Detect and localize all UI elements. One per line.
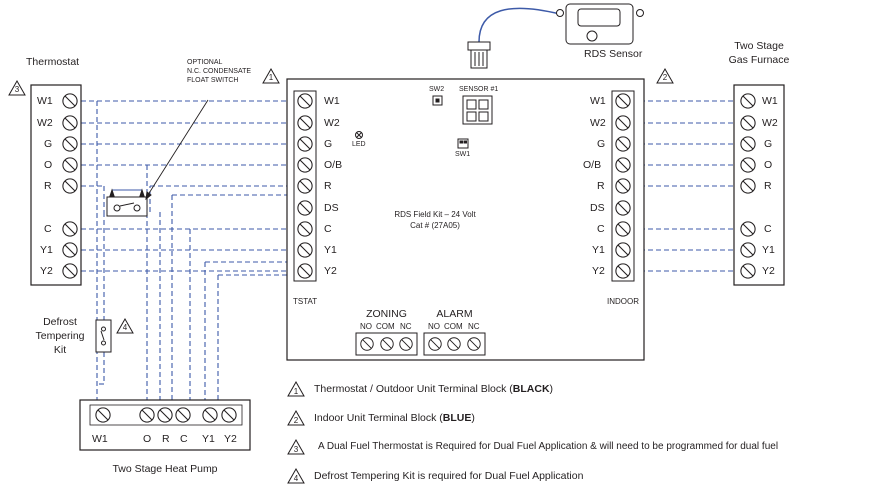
furnace-terminal-label: W1: [762, 95, 778, 107]
thermostat-terminal-label: Y1: [40, 244, 53, 256]
indoor-terminal-label: C: [597, 223, 605, 235]
note-marker: 2: [293, 416, 299, 425]
sensor1-connector: [462, 95, 493, 125]
furnace-screws: [740, 93, 756, 279]
furnace-title-line2: Gas Furnace: [728, 54, 790, 66]
note-marker: 3: [293, 445, 299, 454]
heat-pump-terminal-label: W1: [92, 433, 108, 445]
indoor-terminal-label: Y2: [592, 265, 605, 277]
thermostat-terminal-label: Y2: [40, 265, 53, 277]
float-switch-line: FLOAT SWITCH: [187, 77, 239, 84]
led-label: LED: [352, 141, 366, 148]
float-switch-icon: [106, 99, 209, 217]
indoor-screws: [615, 93, 631, 279]
tstat-terminal-label: W1: [324, 95, 340, 107]
zoning-contact-label: COM: [376, 322, 395, 331]
note-text: A Dual Fuel Thermostat is Required for D…: [318, 441, 779, 452]
rds-sensor-label: RDS Sensor: [584, 48, 643, 60]
sw1-label: SW1: [455, 151, 471, 158]
note-marker: 1: [293, 387, 299, 396]
indoor-terminal-label: Y1: [592, 244, 605, 256]
callout-3-marker: 3: [14, 85, 20, 94]
tstat-terminal-label: DS: [324, 202, 339, 214]
led-icon: [355, 131, 363, 139]
thermostat-terminal-label: G: [44, 138, 53, 150]
rds-sensor-icon: [556, 3, 644, 45]
tstat-terminal-label: G: [324, 138, 333, 150]
thermostat-terminal-label: O: [44, 159, 53, 171]
heat-pump-title: Two Stage Heat Pump: [112, 463, 218, 475]
zoning-contact-label: NO: [360, 322, 372, 331]
rds-sensor-cable: [478, 7, 561, 43]
indoor-terminal-label: DS: [590, 202, 605, 214]
dashed-wires: [81, 100, 744, 405]
field-kit-title: RDS Field Kit – 24 Volt: [394, 210, 476, 219]
alarm-contact-label: NC: [468, 322, 480, 331]
callout-1-marker: 1: [268, 73, 274, 82]
tstat-terminal-label: Y1: [324, 244, 337, 256]
alarm-contact-label: COM: [444, 322, 463, 331]
furnace-terminal-label: R: [764, 180, 772, 192]
tstat-terminal-label: R: [324, 180, 332, 192]
defrost-kit-line: Tempering: [35, 330, 85, 342]
tstat-terminal-label: Y2: [324, 265, 337, 277]
heat-pump-terminal-label: O: [143, 433, 152, 445]
sw1-switch: [457, 138, 469, 149]
thermostat-terminal-label: C: [44, 223, 52, 235]
alarm-contact-label: NO: [428, 322, 440, 331]
defrost-kit-line: Kit: [53, 344, 67, 356]
thermostat-screws: [62, 93, 78, 279]
furnace-terminal-label: G: [764, 138, 773, 150]
indoor-terminal-label: G: [597, 138, 606, 150]
furnace-terminal-label: C: [764, 223, 772, 235]
furnace-title-line1: Two Stage: [734, 40, 784, 52]
heat-pump-terminal-label: C: [180, 433, 188, 445]
note-text: Thermostat / Outdoor Unit Terminal Block…: [314, 383, 554, 395]
furnace-terminal-label: Y1: [762, 244, 775, 256]
thermostat-terminal-label: W2: [37, 117, 53, 129]
tstat-terminal-label: C: [324, 223, 332, 235]
float-switch-line: OPTIONAL: [187, 59, 223, 66]
zoning-contact-label: NC: [400, 322, 412, 331]
tstat-terminal-label: W2: [324, 117, 340, 129]
furnace-terminal-label: W2: [762, 117, 778, 129]
note-text: Defrost Tempering Kit is required for Du…: [314, 470, 584, 482]
defrost-kit-line: Defrost: [43, 316, 77, 328]
rds-connector-icon: [467, 41, 491, 69]
furnace-terminal-label: O: [764, 159, 773, 171]
field-kit-cat-number: Cat # (27A05): [410, 221, 460, 230]
zoning-title: ZONING: [366, 308, 407, 320]
indoor-terminal-label: R: [597, 180, 605, 192]
furnace-terminal-label: Y2: [762, 265, 775, 277]
float-switch-line: N.C. CONDENSATE: [187, 68, 252, 75]
thermostat-title: Thermostat: [26, 56, 80, 68]
note-text: Indoor Unit Terminal Block (BLUE): [314, 412, 475, 424]
heat-pump-terminal-label: R: [162, 433, 170, 445]
indoor-terminal-label: W2: [590, 117, 606, 129]
tstat-terminal-label: O/B: [324, 159, 343, 171]
sw2-label: SW2: [429, 86, 445, 93]
indoor-terminal-label: O/B: [583, 159, 602, 171]
alarm-title: ALARM: [436, 308, 473, 320]
tstat-screws: [297, 93, 313, 279]
heat-pump-terminal-label: Y1: [202, 433, 215, 445]
note-marker: 4: [293, 474, 299, 483]
thermostat-terminal-label: R: [44, 180, 52, 192]
thermostat-terminal-label: W1: [37, 95, 53, 107]
defrost-kit-icon: [95, 319, 112, 353]
field-kit-board: [286, 78, 645, 361]
callout-4-marker: 4: [122, 323, 128, 332]
sensor1-label: SENSOR #1: [459, 86, 499, 93]
callout-2-marker: 2: [662, 73, 668, 82]
heat-pump-terminal-label: Y2: [224, 433, 237, 445]
indoor-block-label: INDOOR: [607, 297, 639, 306]
indoor-terminal-label: W1: [590, 95, 606, 107]
tstat-block-label: TSTAT: [293, 297, 318, 306]
